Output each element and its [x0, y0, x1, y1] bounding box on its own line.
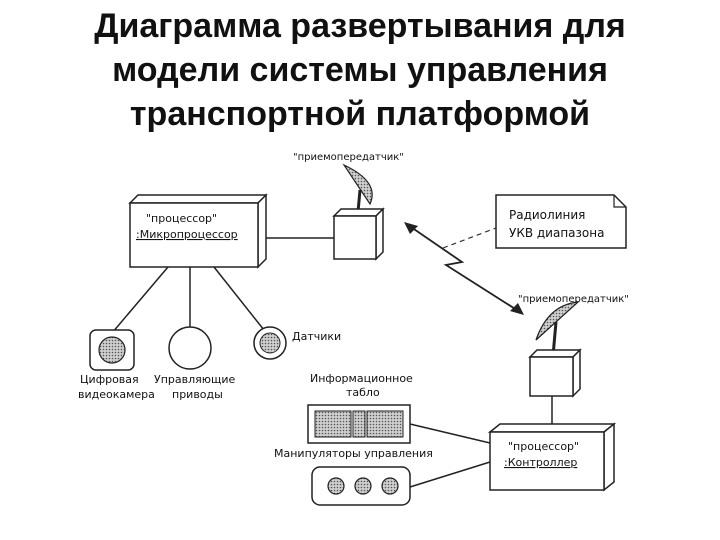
page-title: Диаграмма развертывания для модели систе…: [0, 4, 720, 136]
camera-device: Цифровая видеокамера: [78, 329, 155, 401]
panel-label-2: табло: [346, 386, 380, 399]
info-panel-device: Информационное табло: [307, 372, 413, 444]
microprocessor-stereotype: "процессор": [146, 212, 217, 225]
drives-device: Управляющие приводы: [154, 326, 236, 401]
antenna-dish-icon: [535, 301, 580, 341]
transceiver-bottom-node: "приемопередатчик": [518, 294, 629, 398]
display-segment: [352, 410, 366, 438]
sensors-label: Датчики: [292, 330, 341, 343]
camera-label-2: видеокамера: [78, 388, 155, 401]
display-segment: [314, 410, 352, 438]
title-line-3: транспортной платформой: [129, 95, 591, 133]
sensors-device: Датчики: [253, 326, 341, 360]
camera-label-1: Цифровая: [80, 373, 139, 386]
title-line-1: Диаграмма развертывания для: [94, 7, 626, 45]
drives-label-1: Управляющие: [154, 373, 236, 386]
controls-device: Манипуляторы управления: [274, 447, 433, 506]
microprocessor-name: :Микропроцессор: [136, 228, 238, 241]
control-knob-icon: [354, 477, 372, 495]
control-knob-icon: [327, 477, 345, 495]
note-anchor-line: [442, 227, 497, 249]
microprocessor-node: "процессор" :Микропроцессор: [128, 193, 268, 269]
controller-node: "процессор" :Контроллер: [487, 422, 617, 492]
sensor-icon: [259, 332, 281, 354]
controller-name: :Контроллер: [504, 456, 577, 469]
transceiver-bottom-label: "приемопередатчик": [518, 294, 629, 305]
camera-lens-icon: [98, 336, 126, 364]
link-microprocessor-camera: [111, 266, 169, 334]
controls-label: Манипуляторы управления: [274, 447, 433, 460]
radio-link-note: Радиолиния УКВ диапазона: [495, 194, 627, 249]
transceiver-top-node: "приемопередатчик": [293, 152, 404, 261]
display-segment: [366, 410, 404, 438]
radio-link: [404, 222, 524, 315]
note-line-1: Радиолиния: [509, 208, 585, 222]
link-panel-controller: [409, 423, 491, 444]
transceiver-top-label: "приемопередатчик": [293, 152, 404, 163]
drives-label-2: приводы: [172, 388, 223, 401]
antenna-dish-icon: [342, 163, 373, 206]
note-line-2: УКВ диапазона: [509, 226, 604, 240]
link-microprocessor-sensors: [213, 266, 265, 331]
link-controls-controller: [409, 461, 491, 488]
panel-label-1: Информационное: [310, 372, 413, 385]
controller-stereotype: "процессор": [508, 440, 579, 453]
control-knob-icon: [381, 477, 399, 495]
title-line-2: модели системы управления: [112, 51, 608, 89]
connections: [111, 237, 553, 488]
